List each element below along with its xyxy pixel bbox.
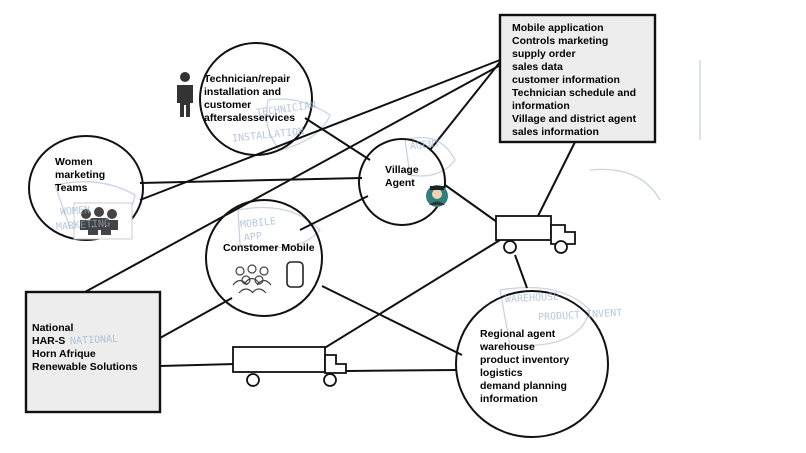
connector-national-customer [159, 297, 233, 339]
agent-avatar-icon [426, 185, 448, 207]
connector-app-village [429, 61, 501, 151]
phone-icon [286, 261, 304, 288]
connector-app-national [84, 61, 507, 293]
connector-customer-regional [321, 285, 463, 356]
regional-circle [455, 290, 609, 438]
technician-circle [199, 42, 313, 156]
connector-app-truck [537, 141, 576, 217]
connector-customer-village [299, 195, 369, 231]
node-shapes [28, 42, 609, 438]
connector-truck-regional-bottom [345, 369, 457, 372]
delivery-truck-icon [232, 346, 347, 387]
women-marketing-circle [28, 135, 144, 241]
connector-women-village [139, 177, 363, 184]
customer-mobile-circle [205, 199, 323, 317]
national-box [24, 290, 162, 414]
village-agent-circle [358, 138, 446, 226]
crowd-icon [232, 264, 272, 294]
women-marketing-label: Women marketing Teams [55, 156, 106, 194]
mobile-app-box [498, 13, 657, 144]
connector-truck-bottomtruck [291, 239, 501, 369]
connector-technician-village [304, 117, 371, 161]
connector-truck-regional [514, 254, 528, 289]
connector-village-truck [444, 184, 498, 223]
connector-app-women [139, 59, 501, 201]
delivery-truck-icon [495, 215, 576, 254]
team-group-icon [73, 202, 133, 240]
national-label: National HAR-S Horn Afrique Renewable So… [32, 322, 138, 373]
sketch-word: WOMEN [59, 204, 91, 219]
village-agent-label: Village Agent [385, 164, 419, 189]
mobile-app-label: Mobile application Controls marketing su… [512, 22, 637, 138]
person-icon [177, 72, 193, 117]
regional-label: Regional agent warehouse product invento… [480, 328, 570, 405]
technician-label: Technician/repair installation and custo… [204, 73, 296, 124]
connector-national-truck [159, 363, 236, 367]
customer-mobile-label: Constomer Mobile [223, 242, 315, 254]
